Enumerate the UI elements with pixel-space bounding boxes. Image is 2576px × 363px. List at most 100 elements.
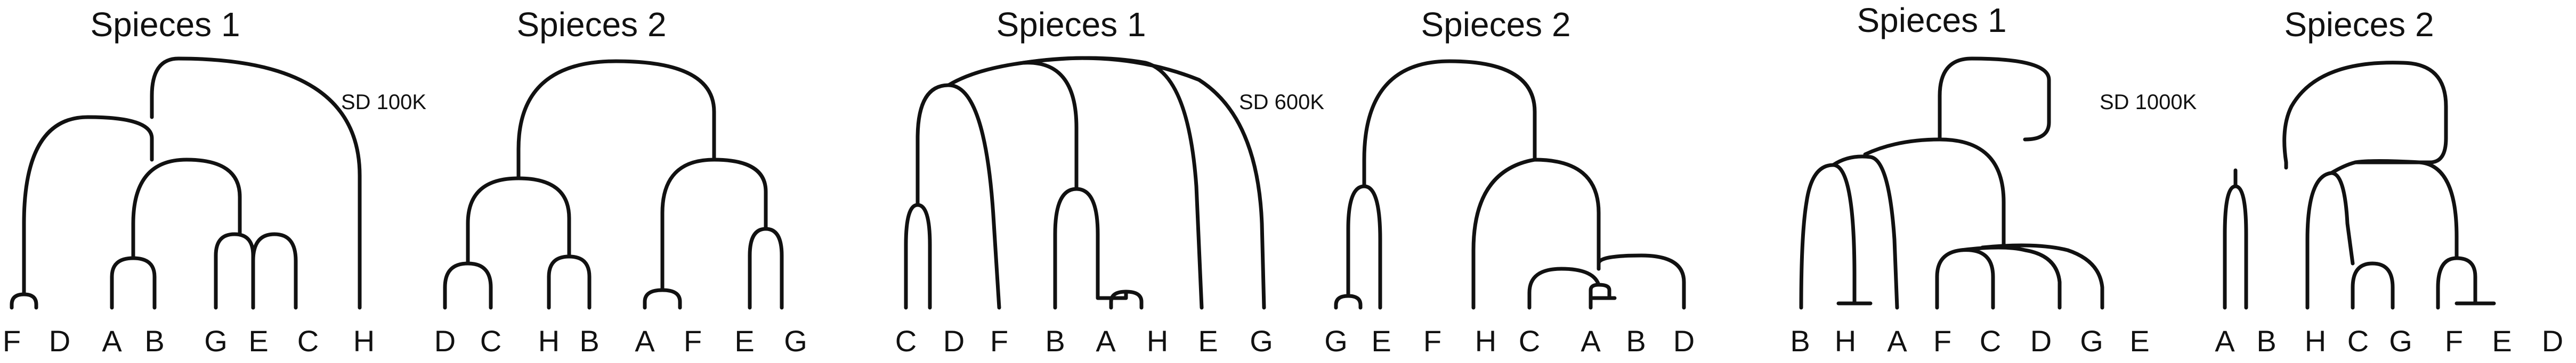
- leaf-label: A: [1887, 324, 1907, 358]
- leaf-label: A: [102, 324, 122, 358]
- tree-leaves: A B H C G F E D: [2215, 324, 2563, 358]
- panel-sd-1000k: SD 1000K Spieces 1 B H A F C D G: [1790, 1, 2563, 358]
- leaf-label: C: [895, 324, 917, 358]
- branch: [516, 59, 716, 180]
- branch: [2282, 61, 2448, 170]
- leaf-label: F: [684, 324, 702, 358]
- leaf-label: C: [480, 324, 501, 358]
- leaf-label: G: [204, 324, 228, 358]
- branch: [22, 115, 154, 296]
- leaf-label: C: [2347, 324, 2369, 358]
- branch: [251, 232, 298, 310]
- tree-species-2: Spieces 2 G E F H C A B D: [1324, 5, 1695, 358]
- branch: [1362, 59, 1537, 188]
- leaf-label: B: [1045, 324, 1065, 358]
- tree-leaves: B H A F C D G E: [1790, 324, 2149, 358]
- tree-species-1: Spieces 1 C D F B A H E G: [895, 5, 1273, 358]
- tree-title: Spieces 2: [2284, 5, 2434, 44]
- panel-sd-600k: SD 600K Spieces 1 C D F B A H E G: [895, 5, 1695, 358]
- tree-branches: [10, 56, 362, 310]
- branch: [110, 256, 157, 310]
- branch: [643, 288, 682, 310]
- tree-branches: [904, 56, 1266, 310]
- leaf-label: G: [2389, 324, 2412, 358]
- branch: [1346, 184, 1382, 310]
- leaf-label: B: [1626, 324, 1646, 358]
- branch: [1799, 163, 1857, 310]
- leaf-label: H: [1835, 324, 1856, 358]
- leaf-label: B: [144, 324, 164, 358]
- tree-species-2: Spieces 2 D C H B A F E G: [434, 5, 807, 358]
- leaf-label: H: [353, 324, 375, 358]
- leaf-label: F: [3, 324, 21, 358]
- branch: [466, 176, 571, 266]
- branch: [1471, 158, 1601, 310]
- tree-species-1: Spieces 1 F D A B G E C H: [3, 5, 375, 358]
- branch: [150, 56, 362, 310]
- branch: [2223, 184, 2248, 310]
- leaf-label: D: [2542, 324, 2563, 358]
- tree-title: Spieces 1: [90, 5, 240, 44]
- leaf-label: A: [1096, 324, 1116, 358]
- leaf-label: H: [1475, 324, 1496, 358]
- branch: [748, 227, 784, 310]
- branch: [2436, 256, 2477, 310]
- leaf-label: E: [734, 324, 754, 358]
- leaf-label: A: [635, 324, 655, 358]
- branch: [1831, 154, 1899, 310]
- branch: [946, 61, 1079, 191]
- leaf-label: B: [2256, 324, 2276, 358]
- branch: [1935, 248, 1995, 310]
- leaf-label: F: [990, 324, 1008, 358]
- leaf-label: E: [2492, 324, 2512, 358]
- leaf-label: D: [49, 324, 70, 358]
- sd-label: SD 100K: [341, 90, 426, 114]
- branch: [1527, 267, 1601, 310]
- branch: [1980, 243, 2104, 310]
- leaf-label: G: [784, 324, 807, 358]
- leaf-label: E: [1198, 324, 1218, 358]
- tree-title: Spieces 2: [516, 5, 666, 44]
- sd-label: SD 1000K: [2100, 90, 2197, 114]
- branch: [10, 292, 38, 310]
- tree-leaves: C D F B A H E G: [895, 324, 1273, 358]
- leaf-label: A: [1581, 324, 1601, 358]
- tree-leaves: G E F H C A B D: [1324, 324, 1695, 358]
- leaf-label: C: [297, 324, 319, 358]
- leaf-label: D: [2030, 324, 2052, 358]
- branch: [443, 261, 493, 310]
- leaf-label: B: [1790, 324, 1810, 358]
- branch: [214, 232, 255, 310]
- branch: [1938, 56, 2051, 142]
- tree-leaves: F D A B G E C H: [3, 324, 375, 358]
- tree-species-2: Spieces 2 A B H C G F E D: [2215, 5, 2563, 358]
- branch: [1863, 137, 2006, 250]
- branch: [1597, 253, 1686, 310]
- leaf-label: C: [1519, 324, 1540, 358]
- leaf-label: B: [579, 324, 599, 358]
- branch: [1021, 56, 1266, 310]
- branch: [131, 158, 242, 260]
- leaf-label: F: [1933, 324, 1951, 358]
- leaf-label: E: [248, 324, 268, 358]
- tree-branches: [1799, 56, 2104, 310]
- leaf-label: D: [943, 324, 965, 358]
- branch: [1021, 56, 1204, 310]
- branch: [1959, 245, 2062, 310]
- leaf-label: G: [1250, 324, 1273, 358]
- branch: [1589, 283, 1611, 300]
- branch: [547, 254, 592, 310]
- leaf-label: A: [2215, 324, 2235, 358]
- tree-branches: [1334, 59, 1686, 310]
- branch: [2351, 261, 2395, 310]
- sd-label: SD 600K: [1239, 90, 1324, 114]
- leaf-label: H: [538, 324, 560, 358]
- leaf-label: G: [1324, 324, 1348, 358]
- panel-sd-100k: SD 100K Spieces 1 F D A B G E C H: [3, 5, 807, 358]
- branch: [2305, 171, 2355, 310]
- leaf-label: F: [2445, 324, 2463, 358]
- tree-species-1: Spieces 1 B H A F C D G E: [1790, 1, 2149, 358]
- leaf-label: E: [1371, 324, 1391, 358]
- leaf-label: G: [2080, 324, 2103, 358]
